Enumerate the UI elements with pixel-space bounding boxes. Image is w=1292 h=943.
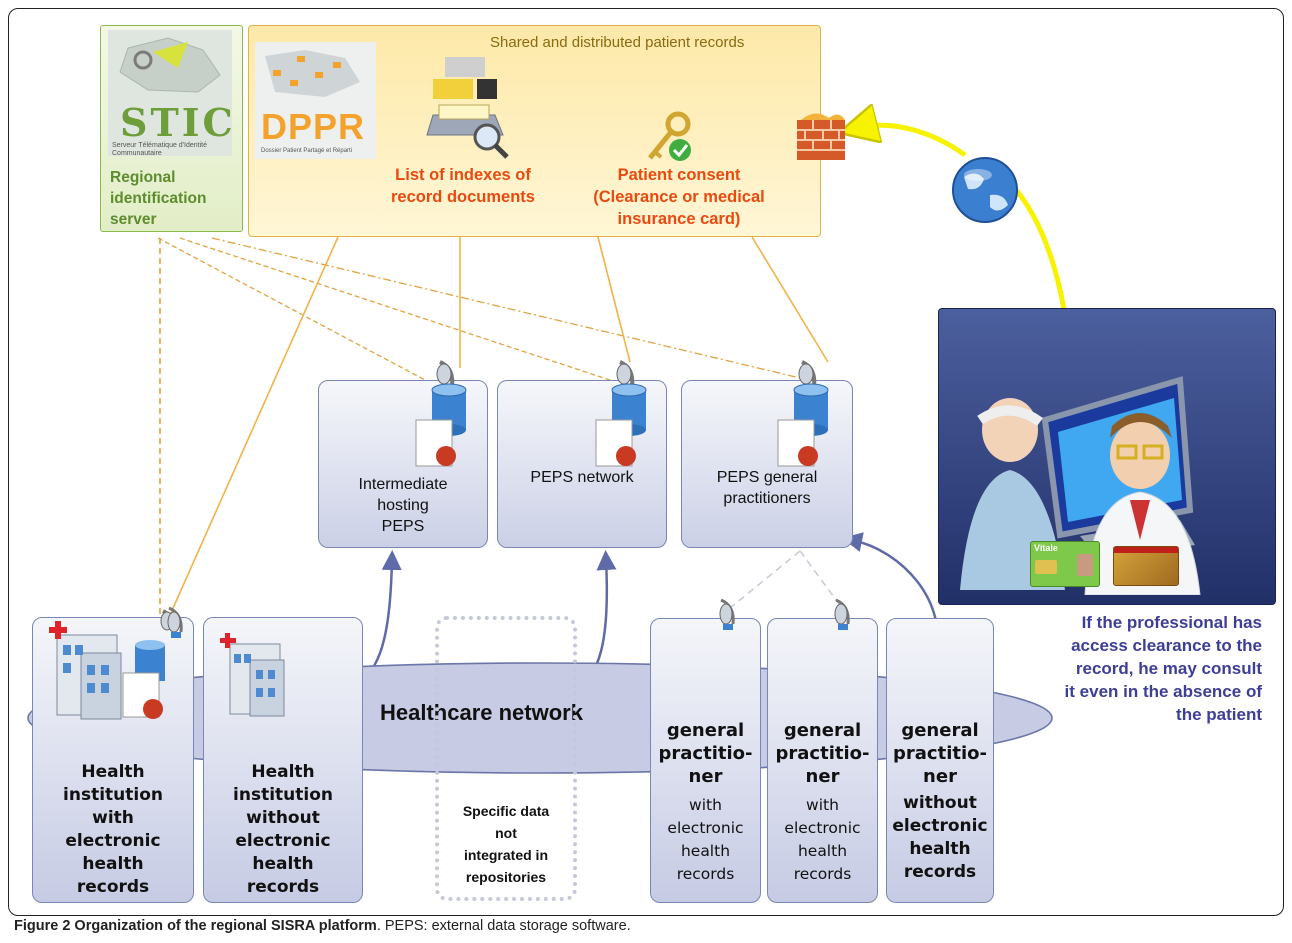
map-icon <box>119 37 221 93</box>
dppr-title: Shared and distributed patient records <box>490 34 745 51</box>
antenna-icon <box>167 606 183 638</box>
vitale-card: Vitale <box>1030 541 1100 587</box>
stic-logo-text: STIC <box>120 100 236 145</box>
note-line: record, he may consult <box>1075 659 1262 678</box>
firewall-icon <box>797 113 845 160</box>
specific-data-box <box>435 616 577 901</box>
solid-links <box>169 236 829 616</box>
card-photo-icon <box>1077 554 1093 576</box>
caption-text: . PEPS: external data storage software. <box>376 918 631 934</box>
consent-label: Patient consent (Clearance or medical in… <box>570 164 788 230</box>
globe-icon <box>952 157 1018 223</box>
institution-label: Health institution without electronic he… <box>233 762 333 897</box>
gp-detail: without electronic health records <box>892 793 988 882</box>
card-stripe <box>1114 547 1178 553</box>
database-server-icon <box>415 360 467 467</box>
database-server-icon <box>777 360 829 467</box>
specific-data-label: Specific data not integrated in reposito… <box>462 803 550 885</box>
figure-frame <box>8 8 1284 916</box>
gp-without-ehr: general practitio- ner without electroni… <box>886 618 994 903</box>
note-line: the patient <box>1176 705 1262 724</box>
peps-label: PEPS general practitioners <box>716 469 818 507</box>
map-icon <box>265 50 360 97</box>
healthcare-network-label: Healthcare network <box>380 700 583 725</box>
card-chip-icon <box>1035 560 1057 574</box>
gp-detail: with electronic health records <box>784 796 861 883</box>
note-line: If the professional has <box>1081 613 1262 632</box>
antenna-icon <box>719 598 735 630</box>
vitale-card-label: Vitale <box>1034 543 1058 553</box>
label-line: Patient consent <box>617 166 741 184</box>
figure-caption: Figure 2 Organization of the regional SI… <box>14 918 631 934</box>
label-line: record documents <box>391 188 535 206</box>
label-line: insurance card) <box>617 210 741 228</box>
professional-card <box>1113 546 1179 586</box>
dppr-logo: DPPR Dossier Patient Partagé et Réparti <box>255 42 376 159</box>
gp-dashed-links <box>729 550 843 609</box>
gp-with-ehr-2: general practitio- ner with electronic h… <box>767 618 878 903</box>
label-line: List of indexes of <box>395 166 531 184</box>
antenna-icon <box>834 598 850 630</box>
institution-label: Health institution with electronic healt… <box>63 762 163 897</box>
gp-title: general practitio- ner <box>658 720 753 787</box>
dppr-logo-subtext: Dossier Patient Partagé et Réparti <box>261 148 353 154</box>
gp-detail: with electronic health records <box>667 796 744 883</box>
key-icon <box>648 111 691 161</box>
label-line: (Clearance or medical <box>593 188 765 206</box>
label-line: server <box>110 211 157 228</box>
label-line: Regional <box>110 169 176 186</box>
dashed-links <box>157 237 801 615</box>
label-line: identification <box>110 190 207 207</box>
dppr-logo-text: DPPR <box>261 106 366 147</box>
professional-note: If the professional has access clearance… <box>1005 611 1262 726</box>
peps-label: PEPS network <box>530 469 634 486</box>
indexes-label: List of indexes of record documents <box>372 164 554 208</box>
caption-title: Figure 2 Organization of the regional SI… <box>14 918 377 934</box>
peps-intermediate-hosting: Intermediate hosting PEPS <box>318 380 488 548</box>
gp-with-ehr-1: general practitio- ner with electronic h… <box>650 618 761 903</box>
note-line: access clearance to the <box>1071 636 1262 655</box>
database-server-icon <box>595 360 647 467</box>
gp-title: general practitio- ner <box>893 720 987 787</box>
hospital-icon <box>220 633 285 717</box>
stic-logo: STIC Serveur Télématique d'Identité Comm… <box>108 30 233 157</box>
note-line: it even in the absence of <box>1064 682 1262 701</box>
index-database-icon <box>426 57 509 159</box>
regional-server-label: Regional identification server <box>110 167 206 230</box>
peps-label: Intermediate hosting PEPS <box>358 476 448 535</box>
gp-title: general practitio- ner <box>775 720 870 787</box>
stic-logo-subtext: Serveur Télématique d'Identité Communaut… <box>112 142 207 157</box>
professionals-at-computer-icon <box>960 376 1201 595</box>
